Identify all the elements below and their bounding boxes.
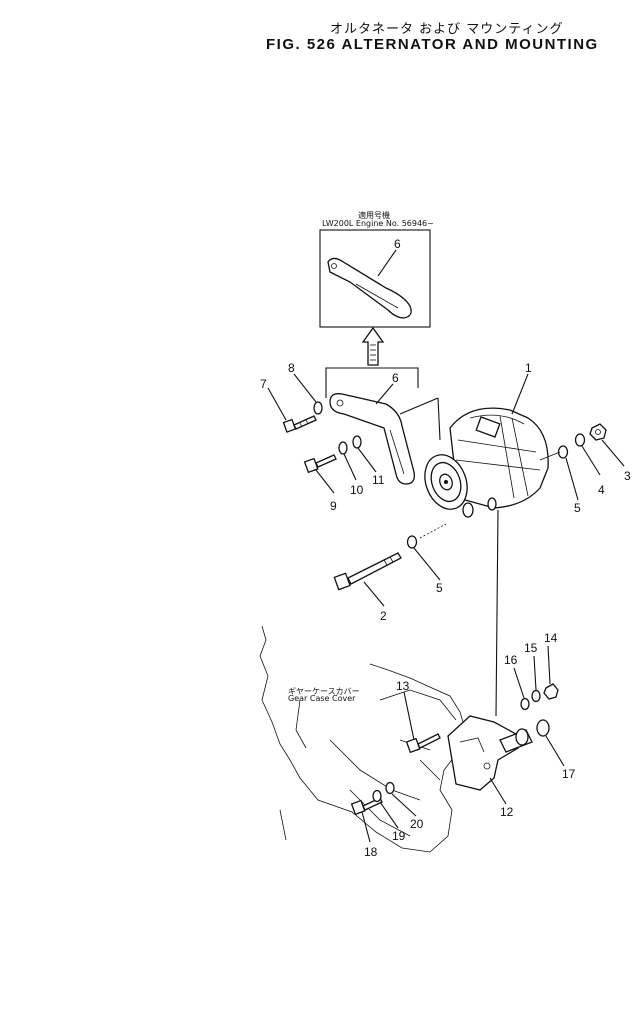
lock-washer bbox=[574, 433, 586, 447]
callout-15: 15 bbox=[524, 641, 538, 655]
callout-7: 7 bbox=[260, 377, 267, 391]
washer bbox=[372, 789, 382, 803]
gear-case-cover-label-jp: ギヤーケースカバー bbox=[288, 687, 360, 696]
lock-washer bbox=[531, 689, 541, 703]
callout-20: 20 bbox=[410, 817, 424, 831]
nut bbox=[543, 683, 559, 700]
adjusting-bracket bbox=[329, 393, 415, 485]
callout-labels: 1 2 3 4 5 5 6 6 7 8 9 10 11 12 13 14 15 … bbox=[260, 237, 631, 859]
bolt bbox=[282, 415, 317, 433]
callout-11: 11 bbox=[372, 473, 385, 487]
callout-4: 4 bbox=[598, 483, 605, 497]
callout-6-inset: 6 bbox=[394, 237, 401, 251]
alternator bbox=[424, 407, 549, 518]
callout-14: 14 bbox=[544, 631, 558, 645]
applicability-label: LW200L Engine No. 56946~ bbox=[322, 219, 434, 228]
washer bbox=[406, 535, 418, 549]
figure-title-japanese: オルタネータ および マウンティング bbox=[330, 22, 564, 37]
callout-8: 8 bbox=[288, 361, 295, 375]
alternator-mounting-bracket bbox=[447, 715, 533, 791]
washer bbox=[520, 697, 530, 711]
figure-title: FIG. 526 ALTERNATOR AND MOUNTING bbox=[266, 36, 599, 53]
callout-2: 2 bbox=[380, 609, 387, 623]
applicability-label-jp: 適用号機 bbox=[358, 211, 390, 220]
callout-9: 9 bbox=[330, 499, 337, 513]
washer bbox=[338, 441, 348, 455]
lock-washer bbox=[352, 435, 362, 449]
bolt bbox=[303, 454, 337, 474]
gear-case-cover bbox=[259, 625, 467, 853]
callout-17: 17 bbox=[562, 767, 576, 781]
bolt bbox=[405, 733, 441, 754]
washer bbox=[536, 719, 550, 737]
washer bbox=[557, 445, 569, 459]
inset-box bbox=[319, 229, 431, 328]
callout-13: 13 bbox=[396, 679, 410, 693]
lock-washer bbox=[385, 781, 395, 795]
callout-5: 5 bbox=[574, 501, 581, 515]
leader-lines bbox=[267, 249, 625, 843]
callout-10: 10 bbox=[350, 483, 364, 497]
long-bolt bbox=[333, 552, 402, 591]
callout-16: 16 bbox=[504, 653, 518, 667]
washer bbox=[313, 401, 323, 415]
callout-12: 12 bbox=[500, 805, 514, 819]
alignment-line bbox=[495, 509, 499, 717]
nut bbox=[589, 423, 607, 441]
bracket-frame-line bbox=[325, 367, 419, 398]
callout-5-second: 5 bbox=[436, 581, 443, 595]
callout-1: 1 bbox=[525, 361, 532, 375]
reference-arrow bbox=[361, 326, 385, 366]
callout-3: 3 bbox=[624, 469, 631, 483]
callout-6: 6 bbox=[392, 371, 399, 385]
gear-case-cover-label: Gear Case Cover bbox=[288, 694, 356, 703]
callout-19: 19 bbox=[392, 829, 406, 843]
callout-18: 18 bbox=[364, 845, 378, 859]
